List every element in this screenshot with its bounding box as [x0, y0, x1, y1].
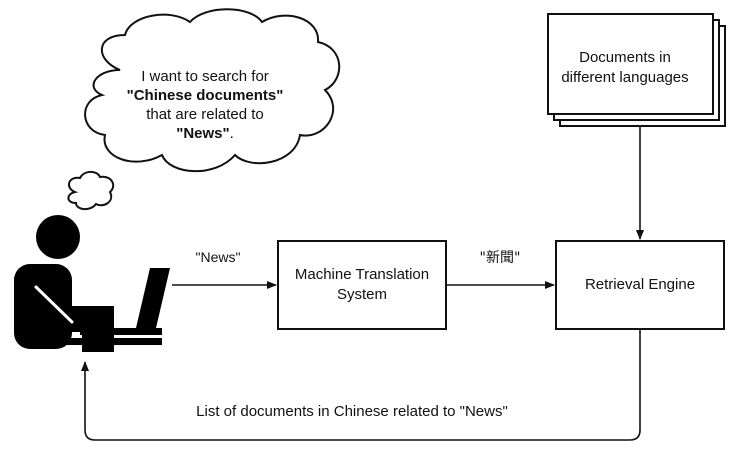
documents-label: Documents in different languages	[550, 20, 700, 115]
arrow-retrieval-to-user	[81, 329, 641, 441]
thought-line-2: "Chinese documents"	[126, 87, 284, 104]
mt-label-line-2: System	[336, 286, 387, 303]
result-label: List of documents in Chinese related to …	[196, 403, 508, 420]
documents-stack-icon	[547, 13, 726, 127]
query-zh-label: "新聞"	[480, 250, 521, 266]
thought-line-4: "News"	[176, 125, 230, 142]
thought-line-1: I want to search for	[141, 68, 269, 85]
user-at-laptop-icon	[14, 215, 170, 352]
thought-line-4-suffix: .	[229, 125, 234, 142]
machine-translation-box	[277, 240, 447, 330]
thought-bubble-small	[67, 170, 115, 211]
thought-cloud	[84, 8, 341, 173]
thought-text: I want to search for "Chinese documents"…	[100, 67, 310, 143]
documents-label-line-1: Documents in	[579, 48, 671, 66]
thought-line-3: that are related to	[146, 106, 264, 123]
retrieval-engine-text: Retrieval Engine	[584, 276, 696, 293]
mt-label-line-1: Machine Translation	[294, 266, 430, 283]
machine-translation-label: Machine Translation System	[278, 241, 446, 329]
retrieval-engine-box	[555, 240, 725, 330]
documents-label-line-2: different languages	[561, 68, 689, 86]
query-en-label: "News"	[196, 249, 241, 265]
retrieval-engine-label: Retrieval Engine	[556, 241, 724, 329]
